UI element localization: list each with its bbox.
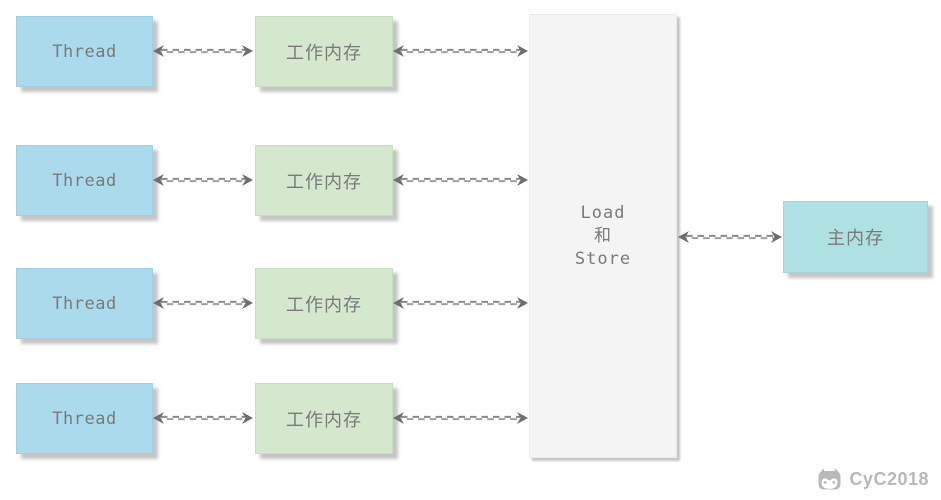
dashed-arrow-wm-loadstore-1 [393,45,528,57]
main-memory-label: 主内存 [827,228,884,249]
working-memory-label: 工作内存 [286,42,362,64]
dashed-arrow-wm-loadstore-3 [393,297,528,309]
thread-label: Thread [52,408,117,429]
dashed-arrow-thread-wm-3 [153,297,253,309]
dashed-arrow-wm-loadstore-2 [393,174,528,186]
thread-box-3: Thread [16,268,153,339]
thread-box-2: Thread [16,145,153,216]
load-store-line1: Load [580,202,626,223]
working-memory-label: 工作内存 [286,171,362,193]
github-octocat-icon [818,468,841,490]
dashed-arrow-wm-loadstore-4 [393,412,528,424]
dashed-arrow-thread-wm-4 [153,412,253,424]
load-store-panel: Load 和 Store [529,14,677,458]
main-memory-box: 主内存 [783,201,928,273]
working-memory-box-1: 工作内存 [255,16,393,87]
thread-label: Thread [52,170,117,191]
dashed-arrow-thread-wm-2 [153,174,253,186]
load-store-line3: Store [574,248,632,269]
thread-box-4: Thread [16,383,153,454]
working-memory-box-2: 工作内存 [255,145,393,216]
working-memory-label: 工作内存 [286,409,362,431]
thread-box-1: Thread [16,16,153,87]
watermark-text: CyC2018 [849,468,929,489]
working-memory-label: 工作内存 [286,294,362,316]
thread-label: Thread [52,293,117,314]
watermark: CyC2018 [816,467,929,491]
working-memory-box-4: 工作内存 [255,383,393,454]
thread-label: Thread [52,41,117,62]
dashed-arrow-thread-wm-1 [153,45,253,57]
dashed-arrow-loadstore-mainmemory [678,231,782,243]
load-store-label: Load 和 Store [575,202,631,271]
working-memory-box-3: 工作内存 [255,268,393,339]
load-store-line2: 和 [594,225,612,246]
